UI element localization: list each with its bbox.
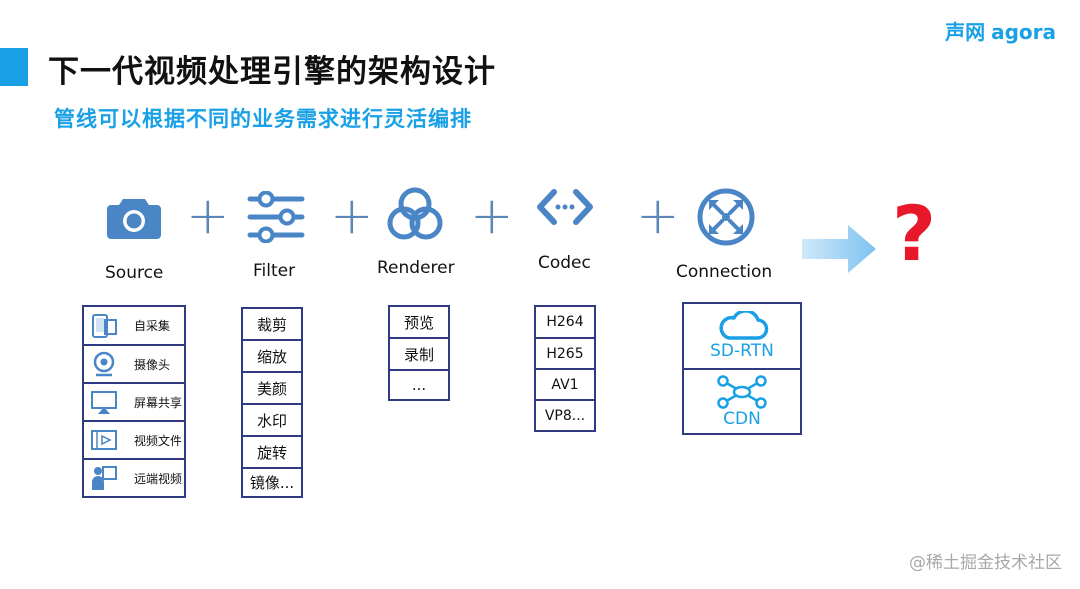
connection-options-box: SD-RTN CDN [682, 302, 802, 435]
renderer-item: 预览 [390, 307, 448, 339]
webcam-icon [93, 351, 115, 377]
remote-presenter-icon [92, 466, 117, 490]
stage-label-filter: Filter [253, 261, 296, 281]
connection-item: CDN [684, 370, 800, 433]
plus-sign-3: + [470, 186, 514, 246]
codec-options-box: H264 H265 AV1 VP8... [534, 305, 596, 432]
slide-subtitle: 管线可以根据不同的业务需求进行灵活编排 [54, 107, 472, 131]
plus-sign-4: + [636, 186, 680, 246]
connection-item: SD-RTN [684, 304, 800, 370]
source-options-box: 自采集 摄像头 屏幕共享 视频文件 远端视频 [82, 305, 186, 498]
video-file-icon [91, 430, 117, 450]
renderer-options-box: 预览 录制 ... [388, 305, 450, 401]
overlapping-circles-icon [387, 187, 443, 240]
title-accent-bar [0, 48, 28, 86]
source-item: 视频文件 [84, 422, 184, 460]
filter-item: 旋转 [243, 437, 301, 469]
codec-item: H265 [536, 339, 594, 370]
connection-item-label: CDN [723, 408, 761, 429]
plus-sign-1: + [186, 186, 230, 246]
plus-sign-2: + [330, 186, 374, 246]
codec-item: H264 [536, 307, 594, 339]
filter-item: 水印 [243, 405, 301, 437]
network-hub-icon [697, 188, 755, 246]
stage-label-codec: Codec [538, 253, 591, 273]
filter-options-box: 裁剪 缩放 美颜 水印 旋转 镜像... [241, 307, 303, 498]
film-phone-icon [92, 313, 117, 338]
camera-icon [107, 199, 161, 239]
renderer-item: 录制 [390, 339, 448, 371]
question-mark-icon: ? [892, 189, 937, 278]
connection-item-label: SD-RTN [710, 341, 774, 361]
source-item-label: 摄像头 [134, 357, 171, 372]
source-item-label: 自采集 [134, 319, 171, 333]
filter-item: 镜像... [249, 474, 295, 492]
stage-label-connection: Connection [676, 262, 773, 282]
source-item: 摄像头 [84, 346, 184, 384]
renderer-item: ... [411, 376, 427, 394]
filter-item: 美颜 [243, 373, 301, 405]
logo-cn-text: 声网 [945, 20, 986, 44]
source-item-label: 视频文件 [134, 433, 183, 448]
sliders-icon [247, 191, 305, 243]
filter-item: 缩放 [243, 341, 301, 373]
logo-en-text: agora [991, 20, 1056, 44]
source-item-label: 远端视频 [134, 471, 183, 486]
code-arrows-icon [537, 189, 593, 225]
result-arrow-icon [802, 225, 876, 273]
source-item: 自采集 [84, 307, 184, 346]
stage-label-renderer: Renderer [377, 258, 455, 278]
network-nodes-icon [717, 374, 767, 409]
codec-item: VP8... [544, 407, 586, 424]
cloud-icon [719, 311, 769, 340]
watermark-text: @稀土掘金技术社区 [909, 553, 1062, 573]
screen-share-icon [91, 391, 117, 414]
source-item: 屏幕共享 [84, 384, 184, 422]
slide-title: 下一代视频处理引擎的架构设计 [48, 54, 496, 90]
source-item: 远端视频 [84, 460, 184, 496]
codec-item: AV1 [536, 370, 594, 401]
filter-item: 裁剪 [243, 309, 301, 341]
source-item-label: 屏幕共享 [134, 395, 183, 410]
stage-label-source: Source [105, 263, 164, 283]
